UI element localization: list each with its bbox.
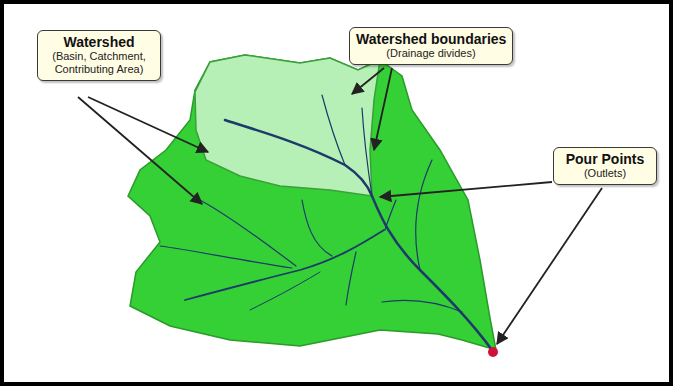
outlet-dot: [488, 347, 498, 357]
callout-subtitle: (Outlets): [560, 167, 650, 180]
callout-title: Watershed: [44, 34, 154, 50]
callout-title: Pour Points: [560, 151, 650, 167]
boundary-callout: Watershed boundaries(Drainage divides): [349, 27, 513, 65]
leader-lines: [78, 68, 602, 344]
pour-point-callout: Pour Points(Outlets): [553, 147, 657, 185]
watershed-area: [128, 55, 496, 350]
streams: [160, 95, 492, 350]
callout-title: Watershed boundaries: [356, 31, 506, 47]
sub-watershed: [195, 55, 380, 196]
watershed-callout: Watershed(Basin, Catchment, Contributing…: [37, 30, 161, 81]
callout-subtitle: (Basin, Catchment, Contributing Area): [44, 50, 154, 76]
callout-subtitle: (Drainage divides): [356, 47, 506, 60]
